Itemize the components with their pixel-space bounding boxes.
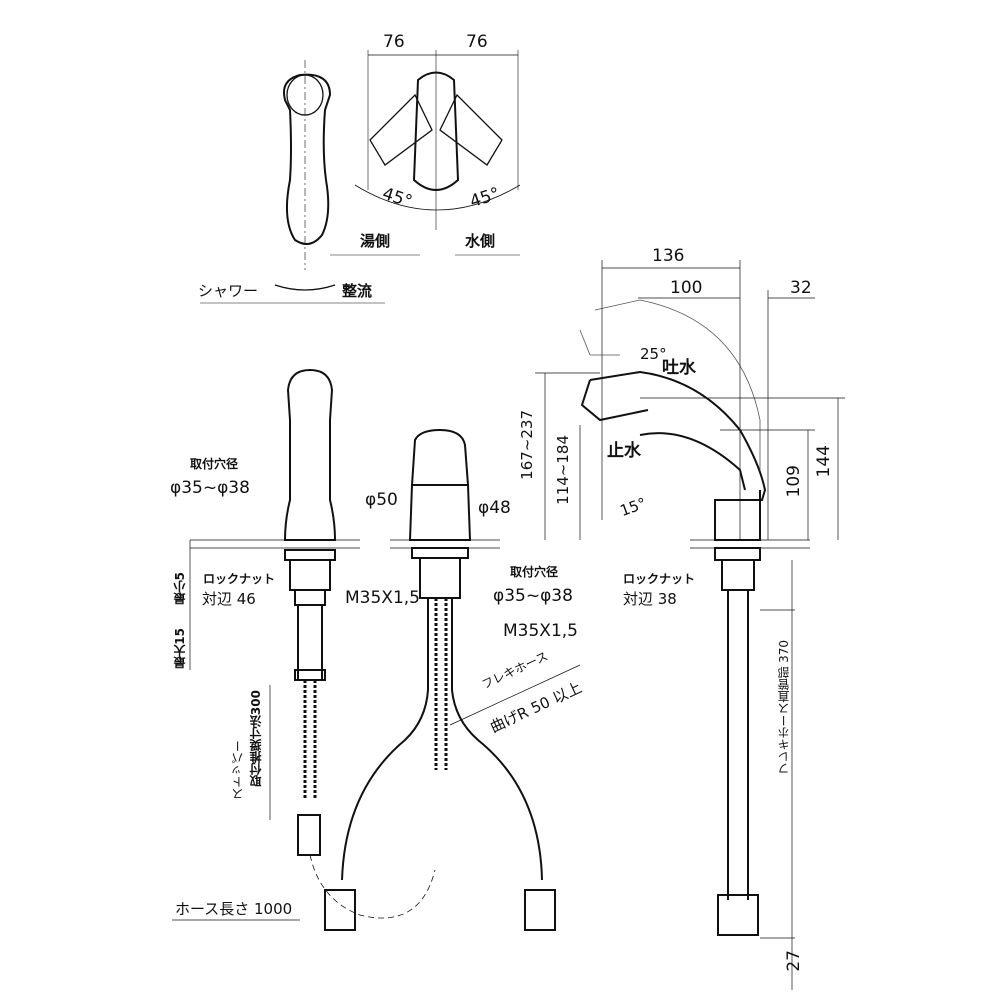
handle-front-view (274, 60, 336, 291)
dim-32: 32 (790, 278, 812, 298)
angle-25: 25° (640, 345, 667, 363)
height-144: 144 (814, 445, 834, 478)
max-15: 最大15 (173, 628, 187, 669)
hose-length-1000: ホース長さ 1000 (175, 900, 293, 918)
hole-label-body: 取付穴径 (510, 565, 559, 579)
hole-size-shower: φ35~φ38 (170, 478, 250, 498)
shower-mode-label: シャワー (198, 282, 259, 300)
locknut-label-shower: ロックナット (203, 572, 276, 586)
dim-27: 27 (784, 950, 804, 972)
shower-head-view (283, 368, 436, 919)
hole-size-body: φ35~φ38 (493, 586, 573, 606)
height-range-167-237: 167~237 (518, 410, 536, 480)
stopper-label: ストッパー (231, 740, 245, 800)
thread-shower: M35X1,5 (345, 588, 420, 608)
spout-on-label: 吐水 (662, 358, 696, 378)
dia-48: φ48 (478, 498, 511, 518)
height-range-114-184: 114~184 (554, 435, 572, 505)
counter-top (190, 539, 810, 549)
dim-100: 100 (670, 278, 703, 298)
dim-76-left: 76 (383, 32, 405, 52)
locknut-label-side: ロックナット (623, 572, 696, 586)
dimension-lines (172, 260, 845, 990)
stopper-dim-300: 取付推奨寸法300 (249, 690, 263, 788)
locknut-size-46: 対辺 46 (202, 590, 256, 608)
lever-top-view (330, 50, 521, 256)
hole-label-shower: 取付穴径 (190, 457, 239, 471)
thread-body: M35X1,5 (503, 621, 578, 641)
spout-off-label: 止水 (607, 441, 641, 461)
height-109: 109 (784, 465, 804, 498)
body-front-view (324, 428, 556, 931)
dia-50: φ50 (365, 490, 398, 510)
side-view-ghost (579, 299, 761, 470)
locknut-size-38: 対辺 38 (623, 590, 677, 608)
hot-side-label: 湯側 (360, 232, 391, 250)
straight-mode-label: 整流 (342, 282, 373, 300)
min-5: 最小5 (173, 572, 187, 605)
cold-side-label: 水側 (465, 232, 496, 250)
flex-straight-370: フレキホース直管部 370 (777, 640, 791, 775)
dim-136: 136 (652, 246, 685, 266)
dim-76-right: 76 (466, 32, 488, 52)
